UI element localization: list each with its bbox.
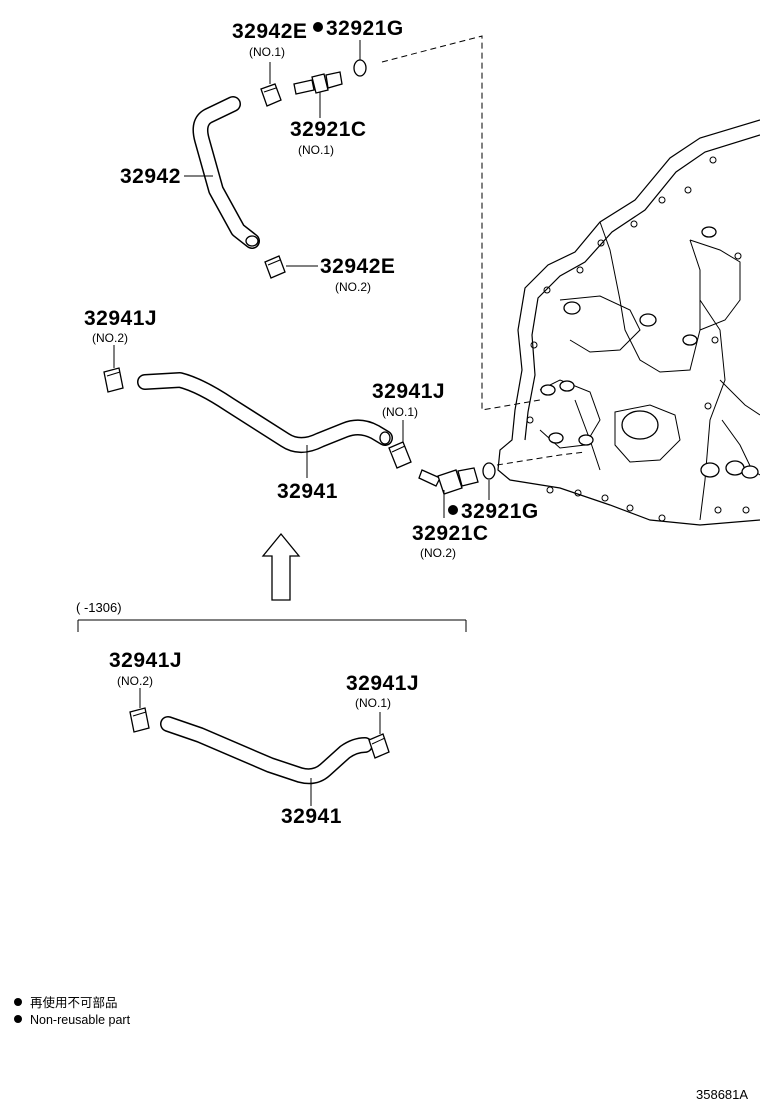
- label-32941j-low-no1: 32941J: [346, 672, 419, 695]
- label-32921g-lower: 32921G: [461, 500, 539, 523]
- label-32921c-upper-sub: (NO.1): [298, 143, 334, 157]
- legend-dot-en: [14, 1015, 22, 1023]
- label-32921c-lower: 32921C: [412, 522, 489, 545]
- label-32941j-mid-no2: 32941J: [84, 307, 157, 330]
- label-32942e-lower-sub: (NO.2): [335, 280, 371, 294]
- reference-code: 358681A: [696, 1087, 748, 1102]
- transmission-case: [497, 119, 760, 526]
- legend-en: Non-reusable part: [30, 1013, 131, 1027]
- dashed-leaders: [381, 35, 586, 466]
- label-32941j-low-no1-sub: (NO.1): [355, 696, 391, 710]
- nonreusable-dot-lower: [448, 505, 458, 515]
- legend-jp: 再使用不可部品: [30, 995, 118, 1010]
- legend: 再使用不可部品 Non-reusable part: [14, 995, 131, 1027]
- label-32941j-low-no2: 32941J: [109, 649, 182, 672]
- label-32921c-upper: 32921C: [290, 118, 367, 141]
- label-32942e-upper: 32942E: [232, 20, 307, 43]
- label-32941j-mid-no1-sub: (NO.1): [382, 405, 418, 419]
- label-32942e-lower: 32942E: [320, 255, 395, 278]
- label-32941j-mid-no1: 32941J: [372, 380, 445, 403]
- label-32942: 32942: [120, 165, 181, 188]
- middle-assembly: [103, 345, 496, 518]
- lower-assembly: [129, 688, 390, 806]
- upper-assembly: [184, 40, 367, 279]
- legend-dot-jp: [14, 998, 22, 1006]
- label-32941-mid: 32941: [277, 480, 338, 503]
- label-32921g-upper: 32921G: [326, 17, 404, 40]
- range-note: ( -1306): [76, 600, 122, 615]
- range-bracket: [77, 619, 467, 632]
- part-labels: 32942E (NO.1) 32921G 32921C (NO.1) 32942…: [76, 17, 539, 828]
- label-32941j-mid-no2-sub: (NO.2): [92, 331, 128, 345]
- nonreusable-dot-upper: [313, 22, 323, 32]
- label-32941-low: 32941: [281, 805, 342, 828]
- label-32941j-low-no2-sub: (NO.2): [117, 674, 153, 688]
- up-arrow: [261, 532, 301, 601]
- label-32921c-lower-sub: (NO.2): [420, 546, 456, 560]
- label-32942e-upper-sub: (NO.1): [249, 45, 285, 59]
